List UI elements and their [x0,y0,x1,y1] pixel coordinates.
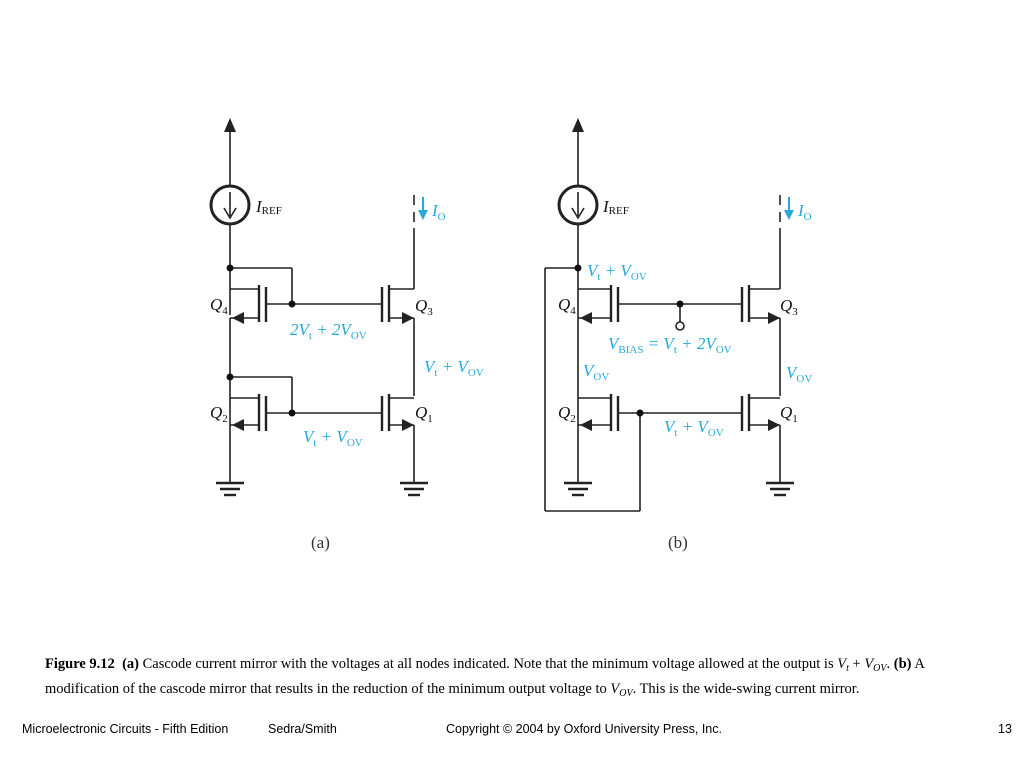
caption-ov-sub: OV [873,663,887,674]
q2-label-a: Q2 [210,403,228,425]
q1-label-a: Q1 [415,403,433,425]
vov-right-b: VOV [786,363,812,385]
q4-label-a: Q4 [210,295,228,317]
caption-plus: + [848,656,865,672]
figure-number: Figure 9.12 [45,656,115,672]
q4-label-b: Q4 [558,295,576,317]
caption-dot: . [886,656,894,672]
diagram-b [544,118,794,512]
slide-footer: Microelectronic Circuits - Fifth Edition… [0,722,1024,742]
vbias-label-b: VBIAS = Vt + 2VOV [608,334,732,356]
caption-t-sub: t [846,663,849,674]
caption-vov: V [864,656,874,672]
diagram-a [209,118,428,497]
vov-left-b: VOV [583,361,609,383]
caption-vt: V [837,656,847,672]
caption-part-a: (a) [122,656,139,672]
ground-symbol [400,481,428,497]
footer-copyright: Copyright © 2004 by Oxford University Pr… [446,722,722,736]
node-bottom-b: Vt + VOV [664,417,724,439]
node-output-mid-a: Vt + VOV [424,357,484,379]
caption-vov2: V [610,681,620,697]
footer-book-title: Microelectronic Circuits - Fifth Edition [22,722,229,736]
ground-symbol [564,481,592,497]
q2-label-b: Q2 [558,403,576,425]
ground-symbol [766,481,794,497]
node-gate-top-a: 2Vt + 2VOV [290,320,367,342]
io-label-b: IO [797,201,812,223]
caption-ov2-sub: OV [619,688,633,699]
footer-authors: Sedra/Smith [268,722,337,736]
caption-end: . This is the wide-swing current mirror. [632,681,860,697]
subfigure-label-a: (a) [311,533,330,552]
io-label-a: IO [431,201,446,223]
iref-label-b: IREF [602,197,629,217]
q3-label-a: Q3 [415,296,433,318]
subfigure-label-b: (b) [668,533,688,552]
footer-page-number: 13 [998,722,1012,736]
circuit-figure: IREF IO Q4 Q3 Q2 Q1 2Vt + 2VOV Vt + VOV … [209,118,812,552]
caption-text-a: Cascode current mirror with the voltages… [138,656,838,672]
node-gate-bottom-a: Vt + VOV [303,427,363,449]
ground-symbol [216,481,244,497]
caption-text-b: A modification of the cascode mirror tha… [45,656,924,697]
caption-part-b: (b) [893,656,912,672]
q3-label-b: Q3 [780,296,798,318]
q1-label-b: Q1 [780,403,798,425]
iref-label-a: IREF [255,197,282,217]
node-top-b: Vt + VOV [587,261,647,283]
figure-caption: Figure 9.12 (a) Cascode current mirror w… [45,654,1000,704]
